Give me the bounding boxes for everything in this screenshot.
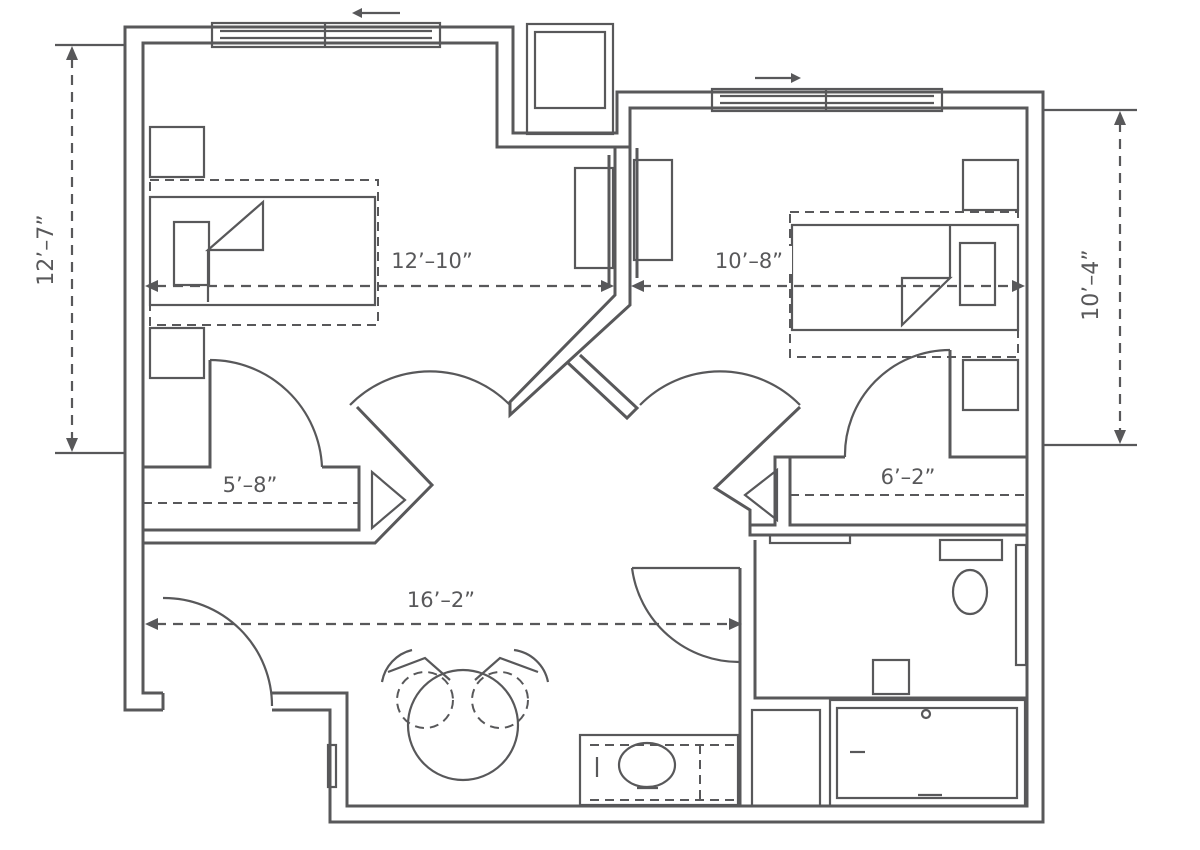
nightstand-right-bottom [961,358,1020,412]
nightstand-left-bottom [148,326,206,380]
dining-table [406,668,520,782]
toilet-bowl [951,568,989,616]
windows [210,8,944,789]
partition-diagonal-right [565,353,640,421]
pillow-right [958,241,997,307]
shower-drain [920,708,932,720]
closet-left-wall [143,360,212,469]
exterior-wall-inner [141,41,1029,808]
left-bedroom [141,125,511,545]
bathroom [630,525,1028,808]
kitchen-sink [617,741,677,789]
kitchenette-counter [578,733,740,807]
entry-door-swing [162,596,274,707]
closet-right-wall [948,350,1027,459]
wardrobe [525,22,615,136]
closet-right-corner [743,467,779,523]
closet-left-wall-b [143,465,361,532]
bath-mat [871,658,911,696]
exterior-walls [123,25,1045,824]
closet-unit-left [573,166,615,270]
sink-counter-bath [768,533,852,545]
dimension-labels: 12’–10” 10’–8” 5’–8” 6’–2” 16’–2” 12’–7”… [30,208,1106,614]
nightstand-left-top [148,125,206,179]
dim-label-closet-left: 5’–8” [223,473,278,497]
dim-label-left-bedroom-width: 12’–10” [391,249,473,273]
dim-label-right-bedroom-height: 10’–4” [1079,249,1104,320]
partition-diagonal-left [508,147,632,419]
living-area [162,596,740,807]
closet-unit-right [632,158,674,262]
closet-left-return [141,405,435,545]
blanket-fold-left [205,199,265,252]
dim-label-left-bedroom-height: 12’–7” [34,214,59,285]
bathroom-wall-left-b [753,540,1027,700]
bed-right-outline [789,211,1019,358]
dim-label-closet-right: 6’–2” [881,465,936,489]
closet-left-door-swing [209,358,324,468]
exterior-wall-outer [123,25,1045,824]
bed-left-outline [149,179,379,326]
shower [828,698,1027,808]
right-bedroom [639,158,1027,527]
closet-left-corner [370,469,407,531]
bathroom-wall-top [748,525,1027,537]
closet-right-door-swing [843,348,951,458]
linen-closet [750,708,822,808]
chair-right [471,671,529,729]
bedroom-right-door-swing [639,370,801,406]
nightstand-right-top [961,158,1020,212]
dim-label-right-bedroom-width: 10’–8” [715,249,783,273]
chair-left [396,671,454,729]
closet-right-wall-b [788,455,1027,527]
closet-right-return [712,405,802,527]
bedroom-left-door-swing [349,370,511,406]
window-end-left [326,743,338,789]
toilet-tank [938,538,1004,562]
bathroom-door-swing [630,567,741,664]
bed-left [148,195,377,307]
blanket-fold-right [900,276,953,328]
bed-right [790,223,1020,332]
pillow-left [172,220,211,287]
partition-walls [508,147,674,421]
wardrobe-box [525,22,615,136]
dimension-lines [55,43,1137,630]
towel-bar [1014,543,1028,667]
dim-label-living-width: 16’–2” [407,588,475,612]
